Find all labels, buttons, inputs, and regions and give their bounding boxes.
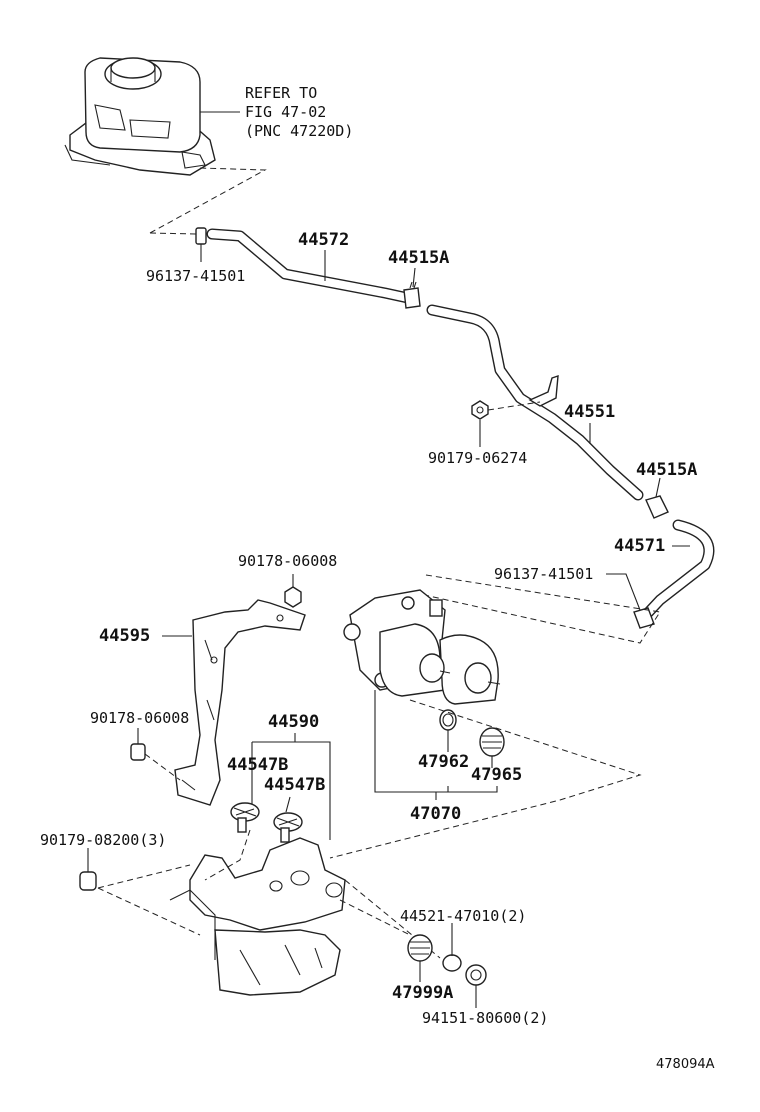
union-96137-top: [195, 227, 207, 245]
mount-44547B-right: [273, 812, 303, 843]
nut-94151-80600: [465, 964, 487, 986]
label-47965: 47965: [471, 765, 523, 785]
nut-90179-08200: [79, 871, 97, 891]
hose-44551: [426, 304, 644, 501]
label-44547B-b: 44547B: [264, 775, 326, 795]
label-90178-top: 90178-06008: [238, 552, 338, 570]
figure-code: 478094A: [656, 1057, 715, 1072]
mount-44547B-left: [230, 802, 260, 833]
label-94151-80600: 94151-80600(2): [422, 1009, 549, 1027]
nut-90179-06274: [471, 400, 489, 420]
label-44515A-top: 44515A: [388, 248, 450, 268]
label-44595: 44595: [99, 626, 151, 646]
label-96137-mid: 96137-41501: [494, 565, 594, 583]
label-44572: 44572: [298, 230, 350, 250]
label-44590: 44590: [268, 712, 320, 732]
nut-90178-left: [130, 743, 146, 761]
reference-line-2: FIG 47-02: [245, 103, 327, 121]
label-44515A-mid: 44515A: [636, 460, 698, 480]
actuator-47070: [343, 589, 501, 705]
nut-90178-top: [284, 586, 302, 608]
label-90178-left: 90178-06008: [90, 709, 190, 727]
label-90179-06274: 90179-06274: [428, 449, 528, 467]
label-47999A: 47999A: [392, 983, 454, 1003]
reference-line-1: REFER TO: [245, 84, 318, 102]
label-47962: 47962: [418, 752, 470, 772]
bushing-47999A: [407, 934, 433, 962]
hose-44571: [640, 519, 715, 621]
bracket-44595: [174, 599, 306, 806]
oring-47962: [439, 709, 457, 731]
hose-44572: [206, 228, 414, 304]
bracket-44551: [528, 374, 559, 407]
label-44521-47010: 44521-47010(2): [400, 907, 527, 925]
label-44547B-a: 44547B: [227, 755, 289, 775]
label-44571: 44571: [614, 536, 666, 556]
label-47070: 47070: [410, 804, 462, 824]
reservoir-tank: [64, 57, 216, 176]
label-96137-top: 96137-41501: [146, 267, 246, 285]
filter-47965: [479, 727, 505, 757]
collar-44521-47010: [442, 954, 462, 972]
label-44551: 44551: [564, 402, 616, 422]
label-90179-08200: 90179-08200(3): [40, 831, 167, 849]
clamp-44515A-top: [403, 281, 421, 309]
reference-line-3: (PNC 47220D): [245, 122, 354, 140]
bracket-44590: [169, 837, 346, 996]
clamp-44515A-mid: [645, 495, 669, 519]
